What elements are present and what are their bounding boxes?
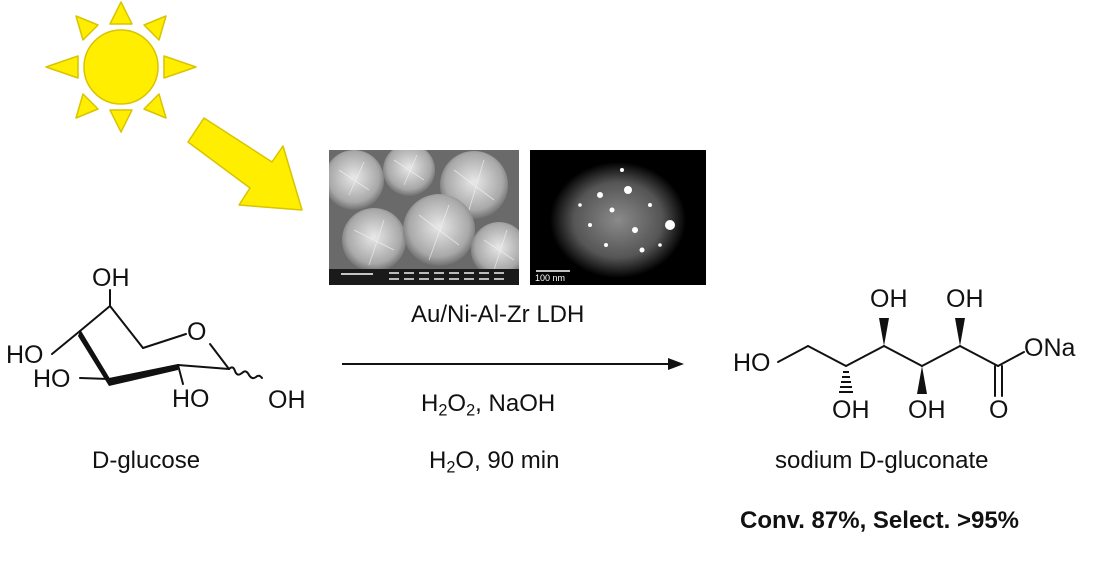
- gluconate-wedge-1: [879, 318, 889, 346]
- solvent-label: H2O, 90 min: [429, 447, 560, 477]
- result-text: Conv. 87%, Select. >95%: [740, 507, 1020, 534]
- gluconate-oh-top2: OH: [946, 285, 984, 313]
- gluconate-oh-bottom2: OH: [908, 396, 946, 424]
- glucose-ring-o: O: [187, 318, 207, 346]
- gluconate-hash: [839, 371, 853, 393]
- sem-image: [329, 150, 519, 285]
- gluconate-oh-bottom1: OH: [832, 396, 870, 424]
- sun-icon: [45, 1, 197, 133]
- light-arrow-icon: [187, 117, 303, 211]
- tem-image: [530, 150, 706, 285]
- glucose-oh-top: OH: [92, 264, 130, 292]
- gluconate-carbonyl-o: O: [989, 396, 1009, 424]
- gluconate-ona: ONa: [1024, 334, 1076, 362]
- reaction-arrow: [342, 358, 684, 370]
- gluconate-wedge-2: [917, 366, 927, 394]
- glucose-ho-bottom: HO: [172, 385, 210, 413]
- gluconate-wedge-3: [955, 318, 965, 346]
- reagents-label: H2O2, NaOH: [421, 390, 556, 420]
- gluconate-oh-top1: OH: [870, 285, 908, 313]
- reactant-name: D-glucose: [92, 447, 201, 474]
- glucose-ho-left2: HO: [33, 365, 71, 393]
- glucose-wedge: [78, 331, 178, 386]
- tem-scale-label: 100 nm: [535, 273, 566, 283]
- glucose-structure: [51, 289, 263, 385]
- glucose-ho-left1: HO: [6, 341, 44, 369]
- gluconate-structure: [777, 345, 1025, 397]
- glucose-oh-anomeric: OH: [268, 386, 306, 414]
- gluconate-ho-left: HO: [733, 349, 771, 377]
- catalyst-label: Au/Ni-Al-Zr LDH: [411, 301, 585, 328]
- product-name: sodium D-gluconate: [775, 447, 989, 474]
